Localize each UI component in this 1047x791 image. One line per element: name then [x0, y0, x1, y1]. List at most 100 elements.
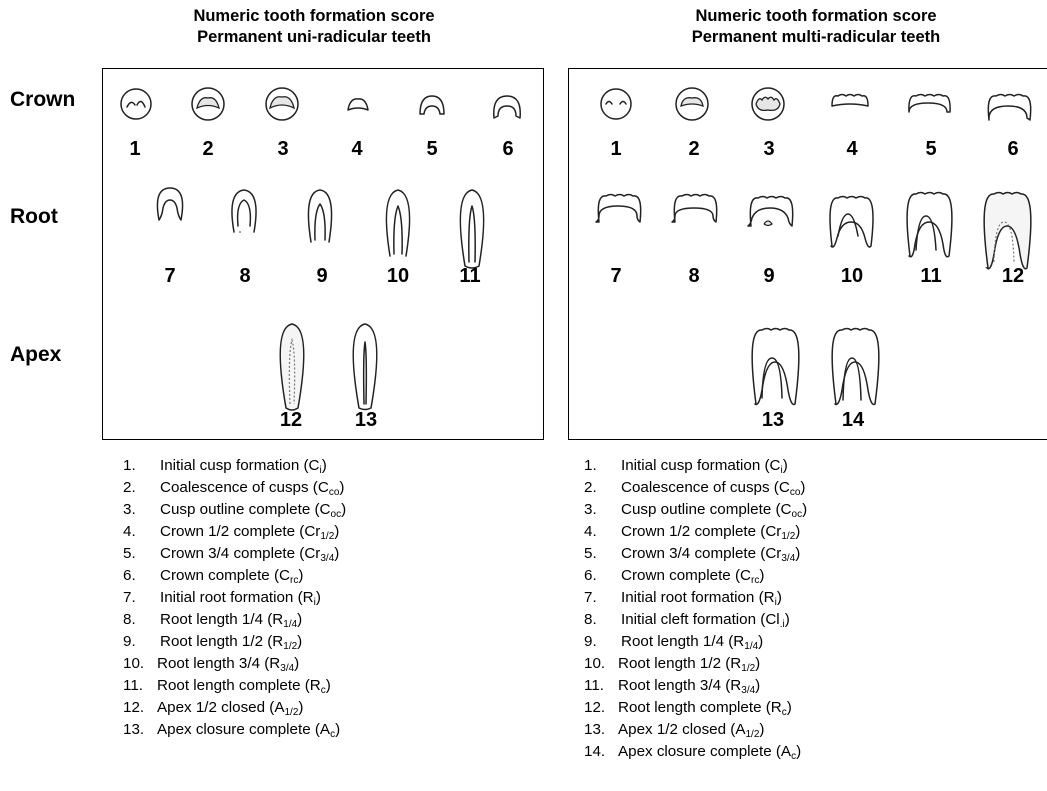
row-label-root: Root [10, 205, 58, 228]
legend-number: 5. [584, 545, 597, 562]
apex-half-closed-icon [751, 327, 800, 406]
legend-number: 13. [123, 721, 145, 738]
legend-number: 3. [584, 501, 597, 518]
left-panel-title: Numeric tooth formation score Permanent … [94, 6, 534, 48]
legend-text: Apex closure complete (Ac) [618, 743, 802, 762]
legend-text: Root length 3/4 (R3/4) [157, 655, 300, 674]
uni-stage-number: 12 [279, 409, 303, 431]
legend-number: 5. [123, 545, 136, 562]
crown-half-icon [347, 98, 369, 111]
legend-number: 1. [123, 457, 136, 474]
uni-stage-number: 8 [239, 265, 251, 287]
crown-complete-icon [493, 95, 521, 119]
root-initial-icon [156, 187, 184, 221]
root-quarter-icon [231, 189, 257, 233]
crown-three-quarter-icon [419, 95, 445, 115]
legend-number: 6. [123, 567, 136, 584]
legend-text: Root length complete (Rc) [618, 699, 792, 718]
uni-stage-number: 5 [426, 138, 438, 160]
legend-number: 8. [584, 611, 597, 628]
legend-text: Crown complete (Crc) [621, 567, 765, 586]
legend-text: Initial cleft formation (Cl.i) [621, 611, 790, 630]
row-label-apex: Apex [10, 343, 62, 366]
legend-number: 8. [123, 611, 136, 628]
legend-text: Coalescence of cusps (Cco) [160, 479, 345, 498]
multi-stage-number: 4 [846, 138, 858, 160]
cusp-outline-icon [265, 87, 299, 121]
legend-text: Initial root formation (Ri) [160, 589, 321, 608]
multi-stage-number: 3 [763, 138, 775, 160]
legend-text: Crown 3/4 complete (Cr3/4) [160, 545, 340, 564]
multi-stage-number: 6 [1007, 138, 1019, 160]
root-complete-icon [983, 191, 1032, 270]
right-title-line1: Numeric tooth formation score [695, 7, 937, 25]
cusp-outline-icon [751, 87, 785, 121]
legend-number: 10. [123, 655, 145, 672]
multi-stage-number: 12 [1001, 265, 1025, 287]
cusp-initial-icon [600, 88, 632, 120]
multi-stage-number: 8 [688, 265, 700, 287]
root-half-icon [829, 195, 874, 248]
cusp-initial-icon [120, 88, 152, 120]
legend-text: Crown 3/4 complete (Cr3/4) [621, 545, 801, 564]
legend-text: Apex closure complete (Ac) [157, 721, 341, 740]
legend-number: 3. [123, 501, 136, 518]
legend-text: Cusp outline complete (Coc) [621, 501, 808, 520]
legend-text: Crown complete (Crc) [160, 567, 304, 586]
root-half-icon [307, 189, 333, 243]
crown-three-quarter-icon [908, 93, 951, 113]
uni-stage-number: 6 [502, 138, 514, 160]
uni-stage-number: 4 [351, 138, 363, 160]
uni-stage-number: 11 [459, 265, 481, 287]
uni-stage-number: 13 [354, 409, 378, 431]
multi-stage-number: 9 [763, 265, 775, 287]
legend-number: 10. [584, 655, 606, 672]
left-title-line2: Permanent uni-radicular teeth [197, 28, 431, 46]
apex-closed-icon [352, 323, 378, 411]
multi-stage-number: 10 [840, 265, 864, 287]
uni-stage-number: 1 [129, 138, 141, 160]
legend-text: Initial cusp formation (Ci) [160, 457, 327, 476]
legend-text: Root length 3/4 (R3/4) [618, 677, 761, 696]
legend-number: 9. [584, 633, 597, 650]
legend-text: Crown 1/2 complete (Cr1/2) [621, 523, 801, 542]
multi-stage-number: 14 [841, 409, 865, 431]
legend-number: 2. [123, 479, 136, 496]
legend-number: 9. [123, 633, 136, 650]
root-quarter-icon [747, 195, 794, 227]
legend-number: 7. [123, 589, 136, 606]
left-title-line1: Numeric tooth formation score [193, 7, 435, 25]
right-panel-box [568, 68, 1047, 440]
uni-stage-number: 7 [164, 265, 176, 287]
root-initial-icon [595, 193, 642, 223]
crown-half-icon [831, 93, 869, 107]
right-panel-title: Numeric tooth formation score Permanent … [596, 6, 1036, 48]
legend-text: Apex 1/2 closed (A1/2) [618, 721, 765, 740]
cusp-coalescence-icon [675, 87, 709, 121]
root-complete-icon [459, 189, 485, 269]
legend-text: Root length 1/2 (R1/2) [160, 633, 303, 652]
multi-stage-number: 7 [610, 265, 622, 287]
cusp-coalescence-icon [191, 87, 225, 121]
legend-text: Initial cusp formation (Ci) [621, 457, 788, 476]
legend-number: 4. [123, 523, 136, 540]
legend-number: 1. [584, 457, 597, 474]
apex-half-closed-icon [279, 323, 305, 411]
legend-number: 11. [584, 677, 604, 694]
root-three-quarter-icon [385, 189, 411, 257]
legend-number: 13. [584, 721, 606, 738]
legend-number: 12. [123, 699, 145, 716]
apex-closed-icon [831, 327, 880, 406]
legend-number: 6. [584, 567, 597, 584]
legend-text: Root length 1/2 (R1/2) [618, 655, 761, 674]
legend-text: Coalescence of cusps (Cco) [621, 479, 806, 498]
legend-number: 4. [584, 523, 597, 540]
multi-stage-number: 1 [610, 138, 622, 160]
legend-text: Crown 1/2 complete (Cr1/2) [160, 523, 340, 542]
legend-number: 11. [123, 677, 143, 694]
multi-stage-number: 5 [925, 138, 937, 160]
multi-stage-number: 11 [920, 265, 942, 287]
row-label-crown: Crown [10, 88, 76, 111]
legend-number: 14. [584, 743, 606, 760]
cleft-initial-icon [671, 193, 718, 223]
